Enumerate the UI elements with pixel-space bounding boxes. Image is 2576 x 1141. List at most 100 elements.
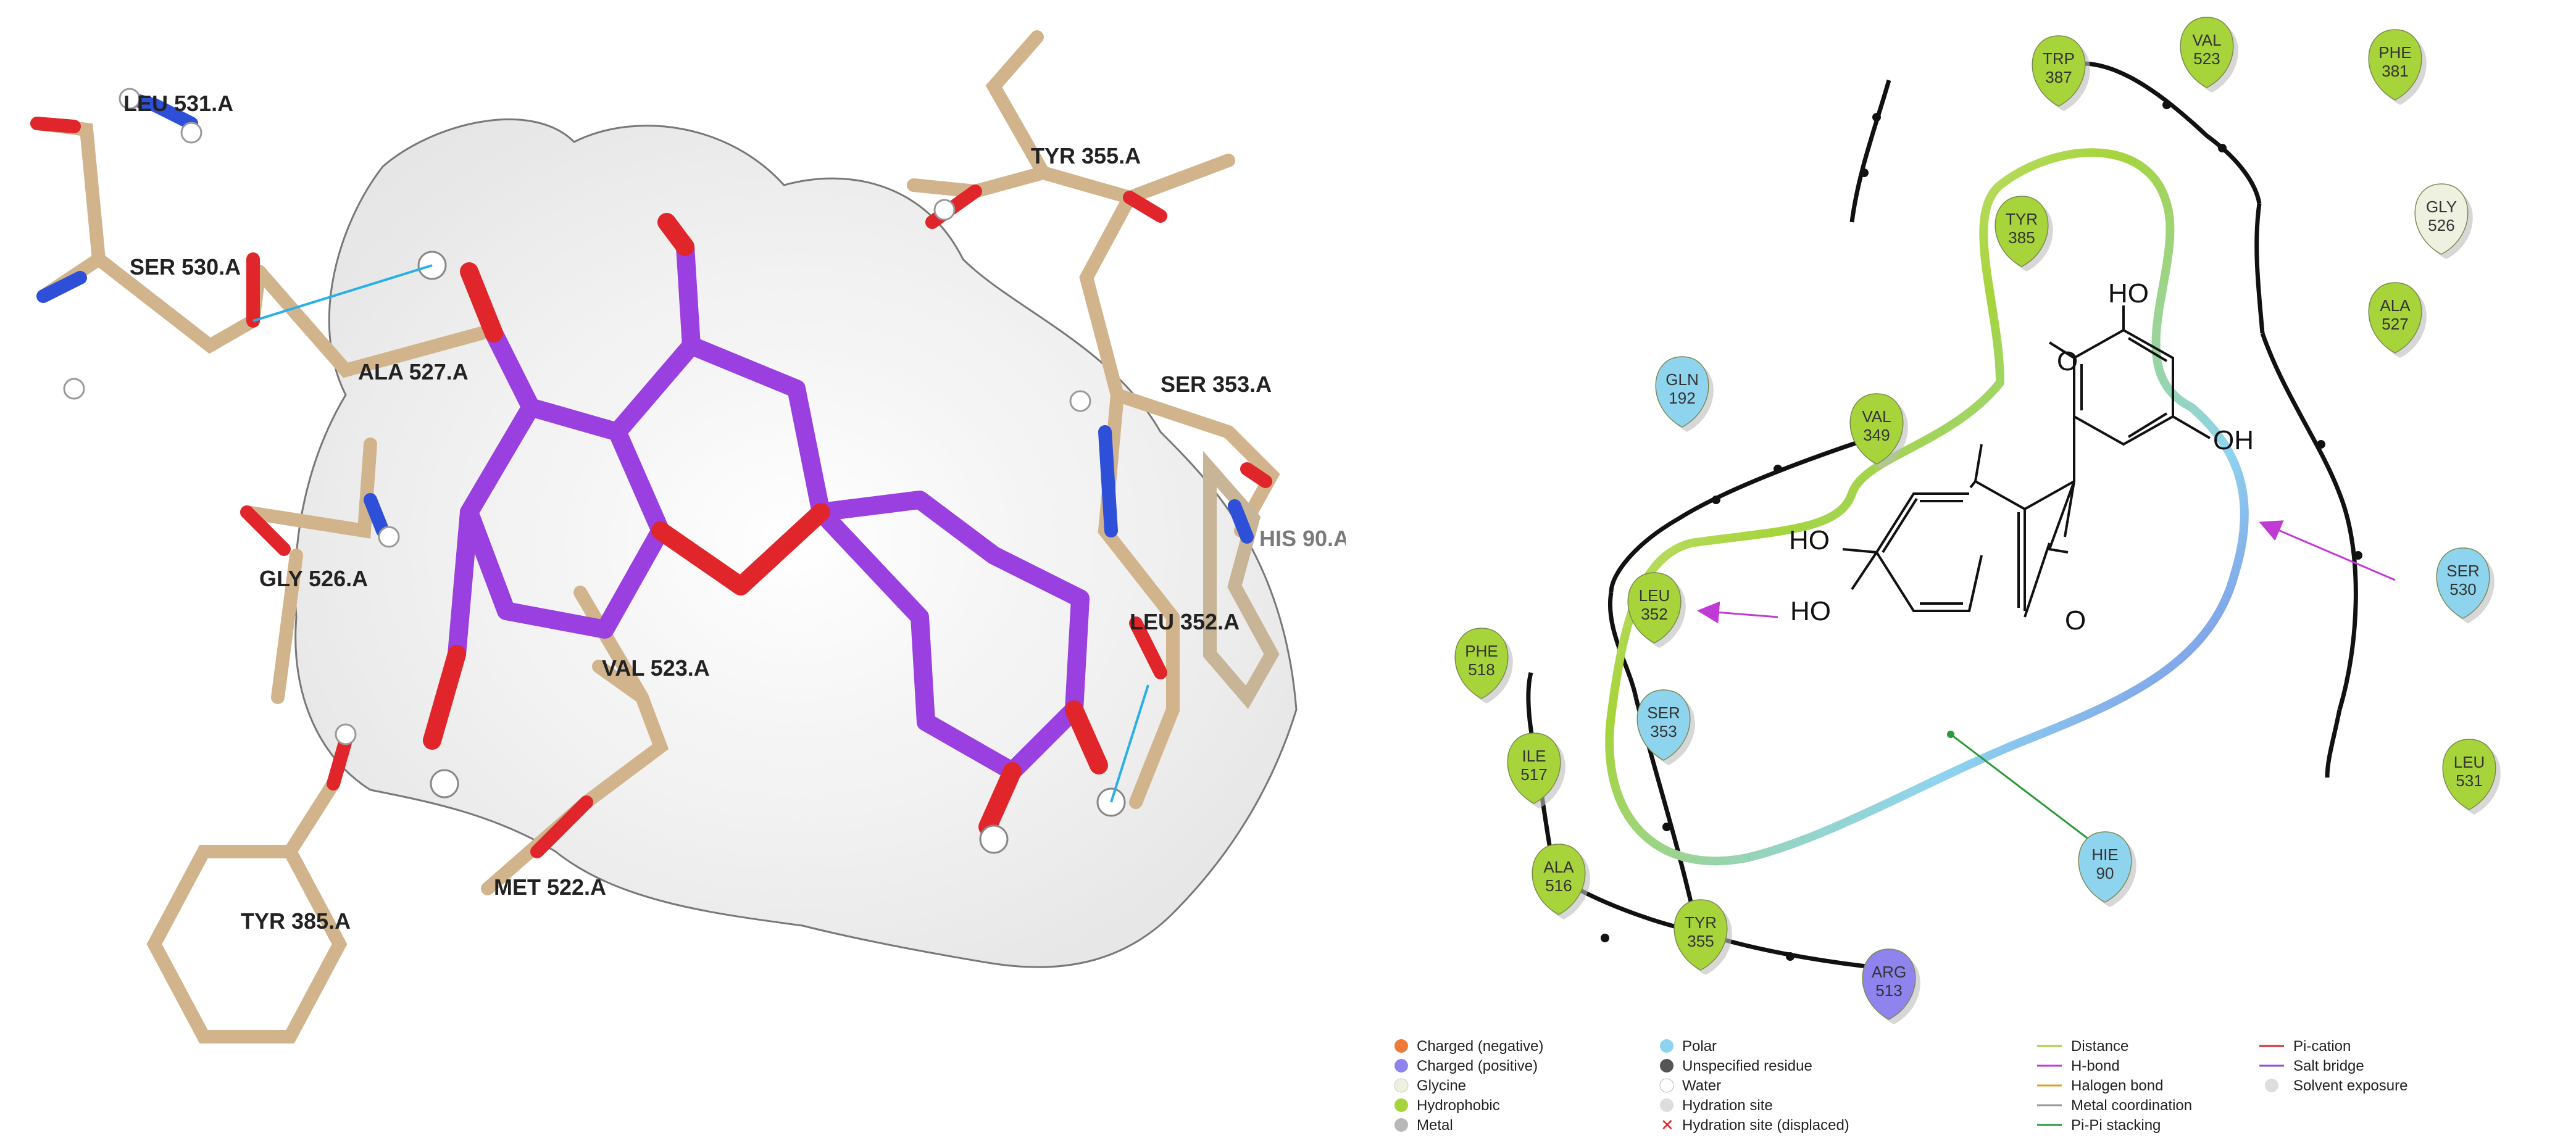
ligand-atom-labels: HO OH HO HO O O <box>1789 278 2254 636</box>
residue-badge-shape <box>1862 948 1916 1020</box>
residue-badge-number: 531 <box>2456 771 2482 790</box>
residue-badge-name: ALA <box>2380 296 2411 315</box>
residue-badge-name: TYR <box>1685 913 1717 932</box>
atom-label-oh-right: OH <box>2213 425 2254 455</box>
legend-item: Unspecified residue <box>1682 1058 1812 1074</box>
legend-col-1: Charged (negative) Charged (positive) Gl… <box>1394 1038 1543 1134</box>
residue-label-group: LEU 531.A SER 530.A ALA 527.A GLY 526.A … <box>123 91 1349 934</box>
residue-label-ser353: SER 353.A <box>1161 371 1272 397</box>
residue-badge-name: GLN <box>1665 370 1698 389</box>
legend-col-4: Pi-cation Salt bridge Solvent exposure <box>2259 1038 2407 1094</box>
residue-badge-name: PHE <box>2378 43 2411 62</box>
legend-item: Charged (negative) <box>1417 1038 1543 1055</box>
residue-badge-number: 349 <box>1863 426 1890 444</box>
legend-col-2: Polar Unspecified residue Water Hydratio… <box>1659 1038 1849 1134</box>
residue-badge-name: ILE <box>1522 747 1546 765</box>
residue-badge-number: 385 <box>2008 228 2035 247</box>
residue-badge-number: 192 <box>1669 389 1695 407</box>
residue-badge-number: 355 <box>1687 932 1714 950</box>
interaction-2d-svg: HO OH HO HO O O TRP387VAL523PHE381TYR385… <box>1394 17 2501 1134</box>
residue-badge-number: 526 <box>2428 216 2454 234</box>
hydrogen-atoms <box>63 88 1091 745</box>
residue-label-leu352: LEU 352.A <box>1130 609 1240 634</box>
residue-badge-shape <box>1674 899 1728 971</box>
residue-badge-name: HIE <box>2091 845 2118 864</box>
hbond-leu352-arrow <box>1697 601 1778 624</box>
residue-badge-name: TRP <box>2043 49 2075 68</box>
legend-item: Water <box>1682 1077 1721 1094</box>
legend-item: Metal coordination <box>2071 1097 2192 1114</box>
residue-label-gly526: GLY 526.A <box>259 566 368 591</box>
pocket-3d-svg: LEU 531.A SER 530.A ALA 527.A GLY 526.A … <box>30 30 1349 1043</box>
legend: Charged (negative) Charged (positive) Gl… <box>1394 1038 2407 1134</box>
residue-label-val523: VAL 523.A <box>602 655 710 681</box>
legend-item: Hydration site (displaced) <box>1682 1117 1849 1134</box>
legend-item: Pi-cation <box>2293 1038 2351 1055</box>
residue-label-tyr385: TYR 385.A <box>241 908 351 934</box>
legend-swatch-solvent-exposure <box>2265 1079 2278 1092</box>
residue-badge-shape <box>1507 732 1561 804</box>
legend-swatch-metal <box>1394 1118 1408 1132</box>
atom-label-oh-top: HO <box>2108 278 2149 309</box>
residue-badge-shape <box>2078 831 2132 903</box>
residue-badge-shape <box>1849 393 1904 465</box>
residue-badge-shape <box>2436 547 2490 619</box>
legend-swatch-charged-negative <box>1394 1039 1408 1053</box>
legend-item: Glycine <box>1417 1077 1466 1094</box>
residue-label-tyr355: TYR 355.A <box>1031 143 1141 168</box>
legend-item: Halogen bond <box>2071 1077 2163 1094</box>
residue-badge-shape <box>1627 572 1682 644</box>
residue-badge-number: 517 <box>1520 765 1547 784</box>
atom-label-ring-o: O <box>2057 346 2078 376</box>
atom-label-oh-left-upper: HO <box>1789 525 1830 555</box>
binding-pocket-3d-view: LEU 531.A SER 530.A ALA 527.A GLY 526.A … <box>30 30 1349 1043</box>
backbone-dots <box>1601 101 2362 961</box>
residue-badge-number: 387 <box>2045 68 2072 86</box>
legend-col-3: Distance H-bond Halogen bond Metal coord… <box>2037 1038 2192 1134</box>
legend-item: Polar <box>1682 1038 1717 1055</box>
residue-badge-number: 381 <box>2382 62 2408 80</box>
residue-badge-shape <box>2032 35 2086 107</box>
residue-badge-number: 352 <box>1641 605 1667 623</box>
residue-badge-name: ALA <box>1543 858 1574 876</box>
legend-item: H-bond <box>2071 1058 2120 1074</box>
residue-badge-shape <box>2414 183 2469 255</box>
residue-badge-name: VAL <box>2192 31 2221 49</box>
residue-badge-number: 516 <box>1545 876 1572 895</box>
residue-badge-name: VAL <box>1862 407 1891 426</box>
legend-item: Metal <box>1417 1117 1453 1134</box>
residue-badge-number: 527 <box>2382 315 2408 333</box>
residue-badge-shape <box>1995 196 2049 267</box>
residue-label-his90: HIS 90.A <box>1259 526 1346 551</box>
ligand-oxygen-sticks <box>423 213 1108 836</box>
residue-badge-name: ARG <box>1872 963 1906 981</box>
residue-badge-number: 530 <box>2449 580 2476 599</box>
residue-label-leu531: LEU 531.A <box>123 91 233 116</box>
residue-badge-shape <box>1655 356 1709 428</box>
backbone-chains <box>1526 61 2358 971</box>
residue-badge-name: LEU <box>2454 753 2485 771</box>
legend-swatch-hydration-displaced-icon: ✕ <box>1661 1116 1674 1134</box>
legend-item: Solvent exposure <box>2293 1077 2407 1094</box>
residue-badge-number: 523 <box>2193 49 2220 68</box>
residue-badge-shape <box>2442 739 2496 810</box>
pi-pi-dot-ring <box>1947 731 1954 738</box>
legend-item: Hydration site <box>1682 1097 1773 1114</box>
residue-label-met522: MET 522.A <box>494 874 606 900</box>
hbond-distance-lines <box>252 264 1149 803</box>
